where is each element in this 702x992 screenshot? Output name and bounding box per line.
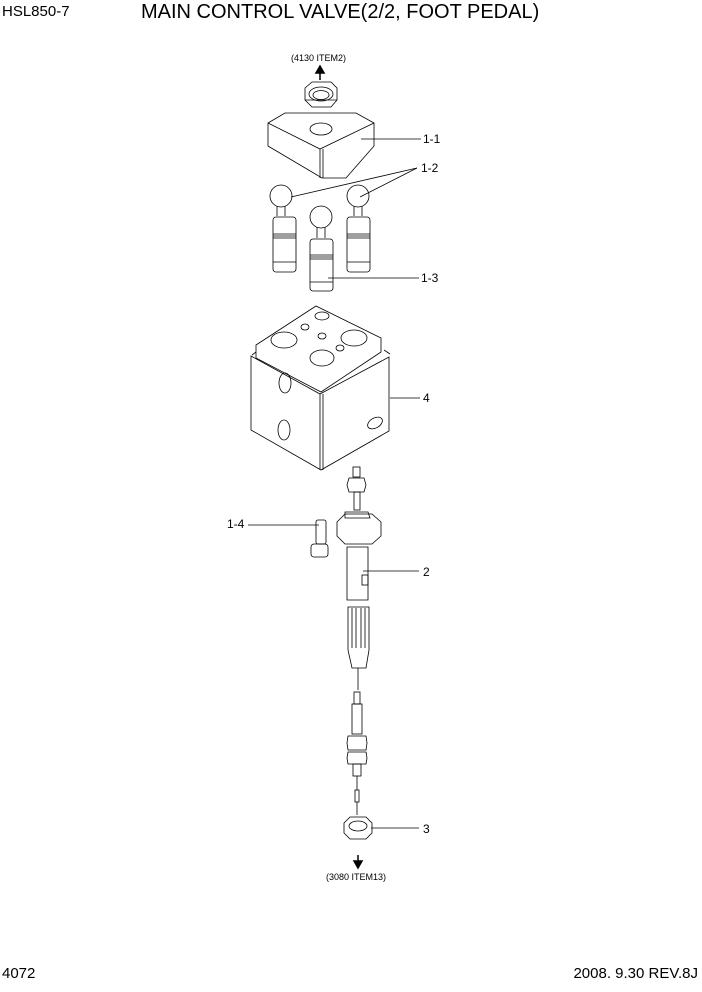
callout-1-1: 1-1: [423, 132, 441, 146]
reference-top: (4130 ITEM2): [291, 53, 347, 63]
page-number: 4072: [2, 965, 36, 982]
date-revision: 2008. 9.30 REV.8J: [573, 965, 698, 982]
callout-4: 4: [423, 391, 430, 405]
page-title: MAIN CONTROL VALVE(2/2, FOOT PEDAL): [141, 1, 540, 23]
callout-1-2: 1-2: [421, 161, 439, 175]
part-3-nut: [343, 816, 373, 840]
leader-1-2a: [290, 167, 418, 198]
part-1-2-plunger-left: [269, 184, 297, 273]
part-1-4-bolt: [310, 519, 329, 558]
callout-1-4: 1-4: [227, 517, 245, 531]
nut-top: [304, 81, 338, 108]
part-1-1-plate: [267, 112, 375, 179]
rod-assembly: [346, 691, 368, 815]
callout-3: 3: [423, 822, 430, 836]
part-2-spool: [336, 466, 382, 690]
model-number: HSL850-7: [2, 3, 70, 20]
arrow-up-icon: [314, 64, 326, 80]
reference-bottom: (3080 ITEM13): [326, 872, 387, 882]
arrow-down-icon: [352, 855, 364, 870]
part-1-2-plunger-right: [346, 184, 371, 273]
leader-1-2b: [359, 167, 418, 198]
callout-2: 2: [423, 565, 430, 579]
part-1-3-plunger-center: [309, 205, 334, 292]
callout-1-3: 1-3: [421, 271, 439, 285]
part-4-valve-body: [250, 305, 391, 471]
